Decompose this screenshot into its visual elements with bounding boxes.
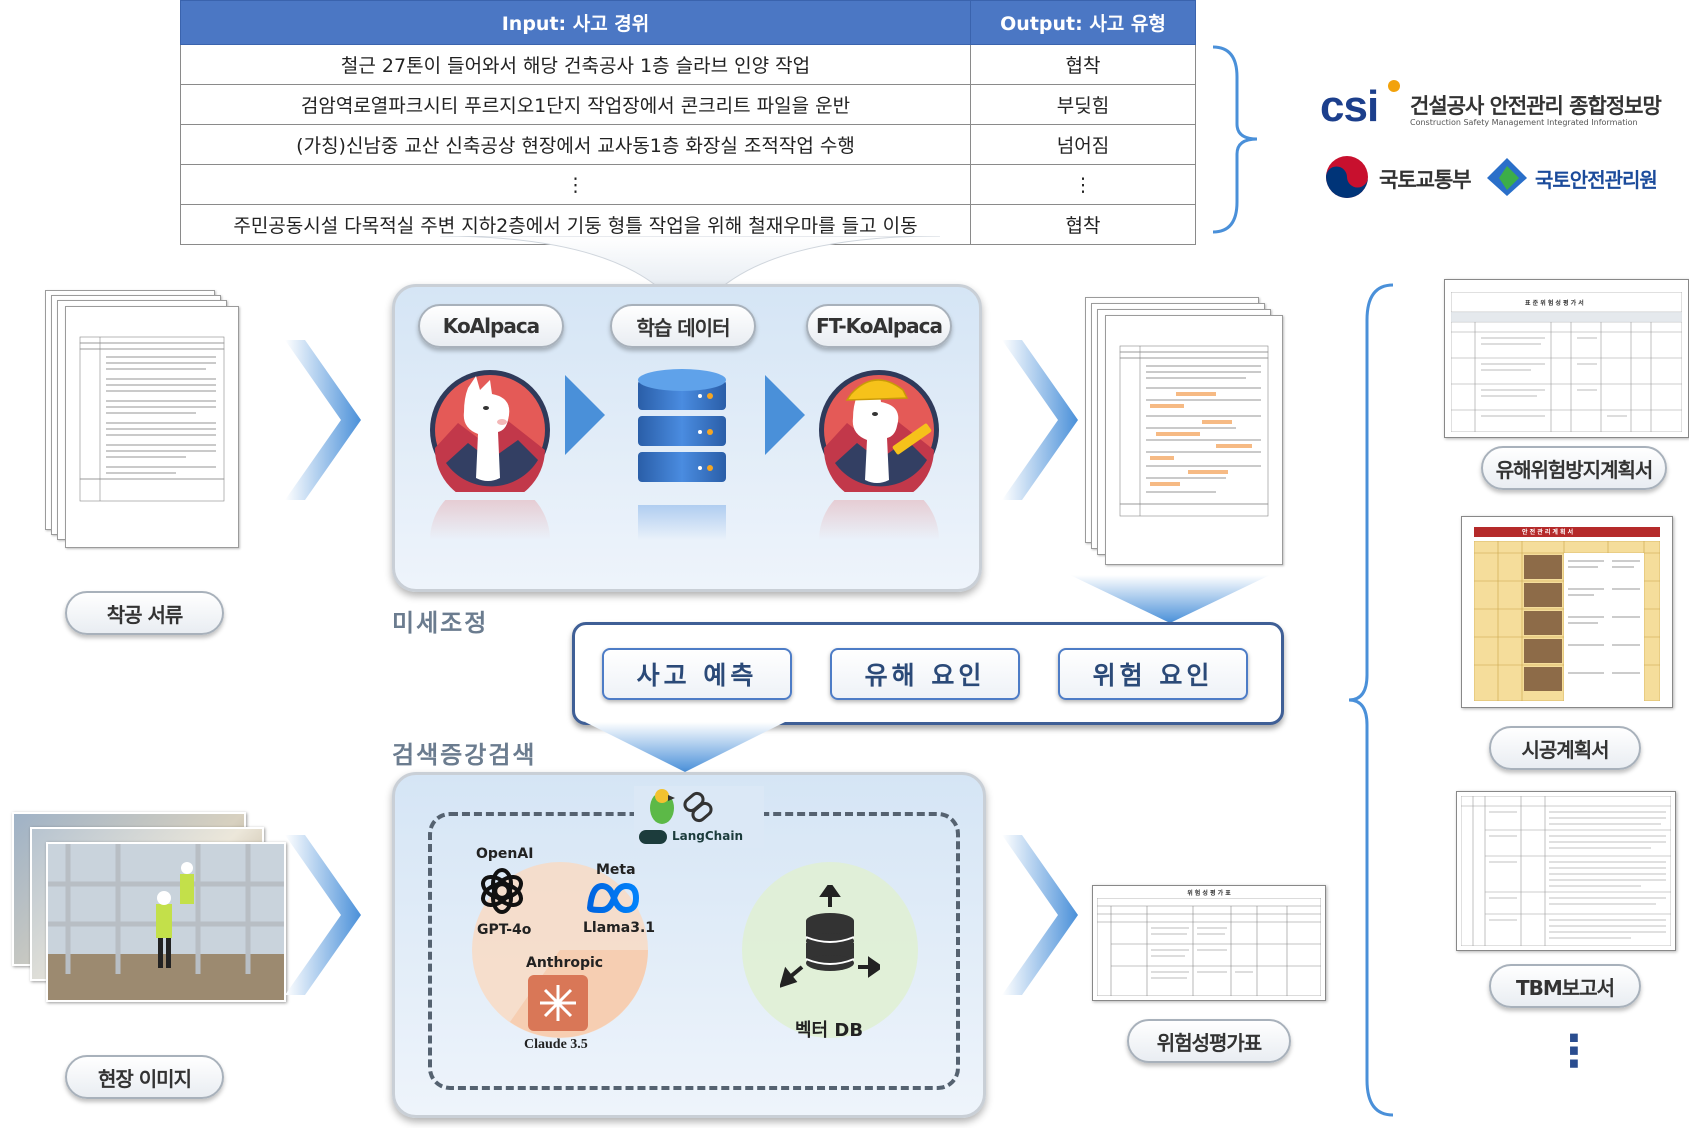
construction-plan-label: 시공계획서 <box>1489 726 1641 770</box>
construction-docs-stack <box>45 290 245 550</box>
site-images-label: 현장 이미지 <box>65 1055 224 1099</box>
langchain-logo-icon <box>639 830 667 844</box>
accident-prediction-button[interactable]: 사고 예측 <box>602 648 792 700</box>
claude-label: Claude 3.5 <box>524 1037 588 1052</box>
hazard-factor-button[interactable]: 유해 요인 <box>830 648 1020 700</box>
tbm-report-label: TBM보고서 <box>1489 964 1641 1008</box>
arrow-right-icon <box>285 835 361 995</box>
llama-label: Llama3.1 <box>583 920 656 936</box>
meta-logo-icon <box>586 882 640 914</box>
construction-plan-doc: 안 전 관 리 계 획 서 <box>1461 516 1673 708</box>
langchain-badge: LangChain <box>634 786 764 848</box>
parrot-chain-icon <box>650 789 713 824</box>
risk-assessment-doc-title: 위 험 성 평 가 표 <box>1187 890 1231 897</box>
construction-plan-title: 안 전 관 리 계 획 서 <box>1522 529 1574 536</box>
left-brace-icon <box>1348 283 1394 1117</box>
kalis-logo: 국토안전관리원 <box>1485 154 1685 200</box>
anthropic-label: Anthropic <box>526 955 604 971</box>
openai-label: OpenAI <box>476 846 534 862</box>
arrow-right-icon <box>1002 835 1078 995</box>
database-reflection <box>638 505 726 540</box>
molit-name: 국토교통부 <box>1379 168 1472 192</box>
ft-koalpaca-pill: FT-KoAlpaca <box>806 304 952 348</box>
table-cell-output: 넘어짐 <box>970 124 1196 165</box>
koalpaca-llama-icon <box>430 370 550 492</box>
table-cell-output: 협착 <box>970 204 1196 245</box>
claude-logo-icon <box>528 975 588 1031</box>
right-brace-icon <box>1212 45 1258 234</box>
ft-koalpaca-llama-icon <box>819 370 939 492</box>
table-row: ⋮⋮ <box>180 164 1196 205</box>
accident-io-table: Input: 사고 경위 Output: 사고 유형 철근 27톤이 들어와서 … <box>180 0 1196 245</box>
arrow-right-icon <box>1002 340 1078 500</box>
gpt-label: GPT-4o <box>477 922 532 938</box>
site-images-stack <box>12 812 286 1002</box>
annotated-doc-page <box>1105 315 1283 565</box>
hazard-prevention-plan-doc: 표 준 위 험 성 평 가 서 <box>1444 279 1689 438</box>
table-cell-output: 부딪힘 <box>970 84 1196 125</box>
vector-db-icon <box>780 885 880 988</box>
table-cell-input: ⋮ <box>180 164 971 205</box>
table-cell-input: 철근 27톤이 들어와서 해당 건축공사 1층 슬라브 인양 작업 <box>180 44 971 85</box>
training-database-icon <box>638 369 726 482</box>
tbm-report-doc <box>1456 791 1676 951</box>
ft-koalpaca-reflection <box>819 500 939 540</box>
hazard-plan-label: 유해위험방지계획서 <box>1481 446 1667 490</box>
table-cell-input: (가칭)신남중 교산 신축공상 현장에서 교사동1층 화장실 조적작업 수행 <box>180 124 971 165</box>
risk-assessment-label: 위험성평가표 <box>1127 1019 1291 1063</box>
csi-logo-mark: csi <box>1320 82 1379 131</box>
annotated-docs-stack <box>1085 297 1285 577</box>
vector-db-label: 벡터 DB <box>795 1020 864 1041</box>
koalpaca-reflection <box>430 500 550 540</box>
construction-plan-header-bar <box>1474 527 1660 537</box>
openai-logo-icon <box>481 868 523 914</box>
csi-logo: csi 건설공사 안전관리 종합정보망 Construction Safety … <box>1320 80 1662 142</box>
rag-section-label: 검색증강검색 <box>392 741 537 769</box>
kalis-name: 국토안전관리원 <box>1535 168 1658 192</box>
finetune-section-label: 미세조정 <box>392 609 489 637</box>
chevron-right-icon <box>565 375 605 455</box>
construction-docs-label: 착공 서류 <box>65 591 224 635</box>
table-header-input: Input: 사고 경위 <box>180 0 971 45</box>
csi-name: 건설공사 안전관리 종합정보망 <box>1410 94 1662 118</box>
hazard-plan-doc-title: 표 준 위 험 성 평 가 서 <box>1525 300 1584 307</box>
csi-subtitle: Construction Safety Management Integrate… <box>1410 118 1638 127</box>
csi-dot-icon <box>1388 80 1400 92</box>
more-docs-ellipsis: ⋮ <box>1552 1026 1596 1077</box>
risk-factor-button[interactable]: 위험 요인 <box>1058 648 1248 700</box>
construction-doc-page <box>65 306 239 548</box>
table-cell-output: ⋮ <box>970 164 1196 205</box>
koalpaca-pill: KoAlpaca <box>418 304 564 348</box>
table-cell-output: 협착 <box>970 44 1196 85</box>
taegeuk-icon <box>1326 156 1368 198</box>
chevron-right-icon <box>765 375 805 455</box>
arrow-right-icon <box>285 340 361 500</box>
training-data-pill: 학습 데이터 <box>610 304 756 348</box>
arrow-down-icon <box>1070 575 1270 623</box>
table-header-output: Output: 사고 유형 <box>970 0 1196 45</box>
molit-logo: 국토교통부 <box>1324 154 1524 200</box>
table-cell-input: 검암역로열파크시티 푸르지오1단지 작업장에서 콘크리트 파일을 운반 <box>180 84 971 125</box>
risk-assessment-doc: 위 험 성 평 가 표 <box>1092 885 1326 1001</box>
meta-label: Meta <box>596 862 636 878</box>
arrow-down-icon <box>585 722 785 772</box>
site-photo-front <box>46 842 286 1002</box>
kalis-mark-icon <box>1487 158 1527 196</box>
langchain-label: LangChain <box>672 829 743 843</box>
